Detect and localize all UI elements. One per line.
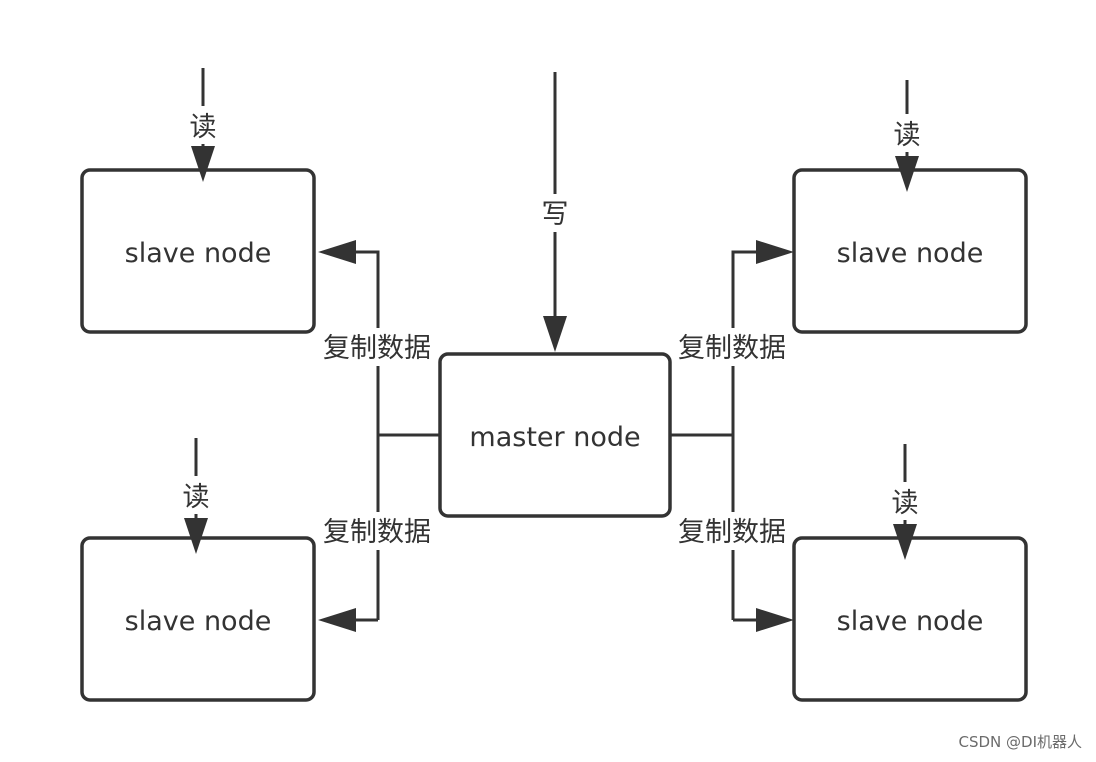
read-arrow-top-left: 读 — [186, 68, 220, 182]
replicate-label: 复制数据 — [678, 333, 786, 364]
replicate-label-top-right: 复制数据 — [673, 328, 791, 366]
write-arrow: 写 — [539, 72, 571, 352]
slave-node-label: slave node — [125, 238, 272, 269]
replicate-label-bottom-left: 复制数据 — [318, 512, 436, 550]
replicate-label: 复制数据 — [323, 517, 431, 548]
master-node: master node — [438, 352, 672, 518]
read-arrow-bottom-left: 读 — [179, 438, 213, 554]
slave-node-bottom-left: slave node — [80, 536, 316, 702]
slave-node-bottom-right: slave node — [792, 536, 1028, 702]
master-node-label: master node — [469, 422, 640, 453]
replicate-connector-left — [318, 240, 440, 632]
replicate-label: 复制数据 — [323, 333, 431, 364]
read-arrow-top-right: 读 — [890, 80, 924, 192]
replicate-label-bottom-right: 复制数据 — [673, 512, 791, 550]
slave-node-label: slave node — [837, 606, 984, 637]
slave-node-top-left: slave node — [80, 168, 316, 334]
read-label: 读 — [183, 482, 210, 513]
write-label: 写 — [542, 199, 569, 230]
slave-node-label: slave node — [837, 238, 984, 269]
read-label: 读 — [892, 488, 919, 519]
replicate-label-top-left: 复制数据 — [318, 328, 436, 366]
read-arrow-bottom-right: 读 — [888, 444, 922, 560]
watermark: CSDN @DI机器人 — [958, 733, 1082, 751]
read-label: 读 — [894, 120, 921, 151]
replicate-connector-right — [670, 240, 794, 632]
read-label: 读 — [190, 112, 217, 143]
slave-node-label: slave node — [125, 606, 272, 637]
replicate-label: 复制数据 — [678, 517, 786, 548]
slave-node-top-right: slave node — [792, 168, 1028, 334]
